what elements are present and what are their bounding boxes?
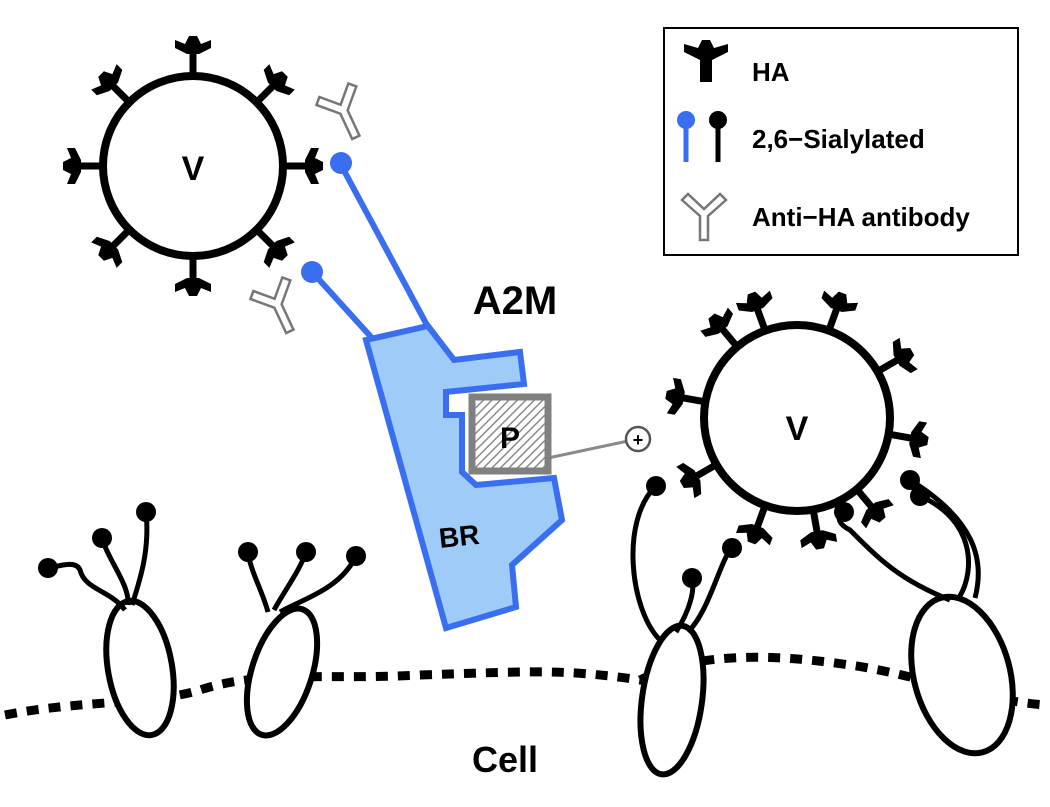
a2m-title: A2M	[473, 279, 557, 323]
sialic-acid-head	[834, 502, 854, 522]
antibody-icon	[314, 81, 362, 141]
virus-left-label: V	[182, 150, 205, 188]
glycan-stalk	[129, 511, 150, 606]
protease-box	[468, 393, 552, 475]
virus-right: V	[665, 290, 929, 550]
legend-label-sialylated: 2,6−Sialylated	[752, 124, 925, 154]
a2m-sialic-linkers	[301, 152, 431, 341]
legend-box	[663, 27, 1019, 256]
legend: HA 2,6−Sialylated Anti−HA antibody	[663, 27, 1019, 256]
receptor-glycoprotein	[637, 622, 707, 778]
sialic-linker	[311, 271, 375, 341]
legend-label-antibody: Anti−HA antibody	[752, 202, 970, 232]
ha-spike-icon	[175, 252, 211, 296]
virus-right-capsid	[700, 321, 894, 515]
sialic-acid-head	[296, 542, 316, 562]
receptor-glycoprotein	[908, 593, 1016, 757]
ha-spike-icon	[175, 36, 211, 80]
sialic-acid-head	[682, 568, 702, 588]
positive-charge-sign: +	[633, 430, 644, 450]
glycan-stalk	[918, 493, 972, 598]
virus-right-label: V	[786, 410, 809, 448]
a2m-body	[362, 322, 566, 632]
sialic-acid-head	[92, 528, 112, 548]
protease-label: P	[500, 422, 520, 455]
a2m-molecule: + P BR	[362, 322, 652, 632]
glycan-stalk	[836, 509, 951, 603]
sialic-acid-head	[646, 476, 666, 496]
cell-label: Cell	[472, 739, 538, 780]
virus-left-capsid	[99, 72, 287, 260]
legend-label-ha: HA	[752, 57, 790, 87]
glycan-stalk	[630, 484, 662, 642]
sialic-acid-head	[330, 152, 352, 174]
binding-region-label: BR	[437, 519, 480, 554]
cell-membrane	[4, 652, 1046, 720]
sialic-acid-head	[301, 261, 323, 283]
sialic-acid-head	[238, 542, 258, 562]
antibody-icon	[680, 192, 728, 242]
antibodies	[248, 81, 362, 335]
protease-tether	[547, 439, 629, 460]
ha-icon	[684, 40, 728, 82]
sialylated-icon	[677, 111, 727, 162]
cell-receptors	[103, 593, 1016, 778]
sialylated-glycans	[38, 470, 981, 642]
sialic-acid-head	[136, 502, 156, 522]
receptor-glycoprotein	[243, 605, 321, 739]
antibody-icon	[248, 275, 296, 335]
glycan-stalk	[47, 561, 127, 612]
virus-left: V	[63, 36, 323, 296]
glycan-stalk	[908, 477, 981, 599]
sialic-acid-head	[38, 558, 58, 578]
sialic-acid-head	[722, 538, 742, 558]
sialic-acid-head	[346, 546, 366, 566]
sialic-linker	[338, 163, 431, 329]
positive-charge-site	[624, 425, 652, 453]
glycan-stalk	[278, 554, 359, 615]
receptor-glycoprotein	[103, 597, 177, 739]
sialic-acid-head	[900, 470, 920, 490]
